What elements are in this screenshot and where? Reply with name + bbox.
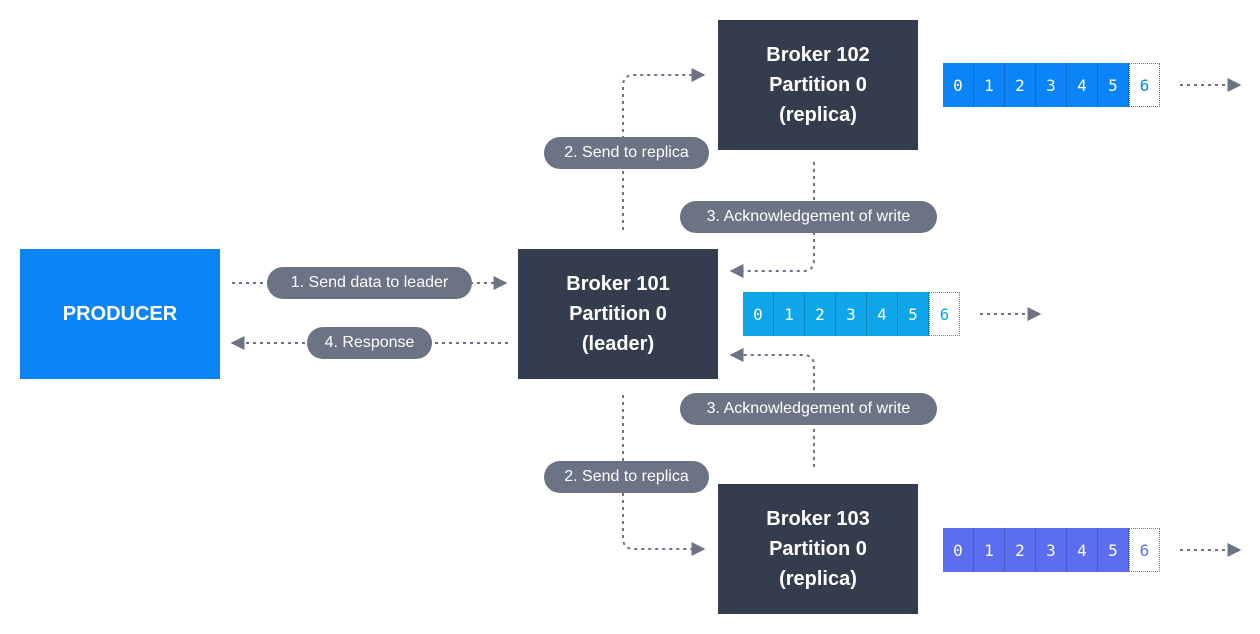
send-to-replica-103-label: 2. Send to replica: [544, 461, 709, 493]
broker-101-box: Broker 101 Partition 0 (leader): [518, 249, 718, 379]
log-cell: 2: [805, 292, 836, 336]
log-cell: 5: [1098, 528, 1129, 572]
broker-103-title: Broker 103: [766, 508, 870, 530]
ack-103-label: 3. Acknowledgement of write: [680, 393, 937, 425]
broker-102-box: Broker 102 Partition 0 (replica): [718, 20, 918, 150]
broker-102-log: 0 1 2 3 4 5 6: [943, 63, 1160, 107]
broker-101-log: 0 1 2 3 4 5 6: [743, 292, 960, 336]
broker-103-partition: Partition 0: [769, 538, 867, 560]
log-cell: 2: [1005, 63, 1036, 107]
producer-box: PRODUCER: [20, 249, 220, 379]
broker-101-role: (leader): [581, 333, 655, 355]
broker-101-title: Broker 101: [566, 273, 670, 295]
log-cell: 1: [974, 63, 1005, 107]
log-cell: 0: [943, 63, 974, 107]
broker-101-partition: Partition 0: [569, 303, 667, 325]
broker-103-box: Broker 103 Partition 0 (replica): [718, 484, 918, 614]
send-to-replica-102-label: 2. Send to replica: [544, 137, 709, 169]
log-cell: 0: [743, 292, 774, 336]
log-cell: 5: [898, 292, 929, 336]
log-cell: 0: [943, 528, 974, 572]
arrow-leader-to-broker-102: [622, 68, 706, 230]
log-cell: 3: [1036, 528, 1067, 572]
log-cell: 4: [1067, 528, 1098, 572]
log-cell: 3: [1036, 63, 1067, 107]
log-cell: 1: [974, 528, 1005, 572]
log-cell: 3: [836, 292, 867, 336]
log-cell-next: 6: [1129, 528, 1160, 572]
log-cell: 4: [867, 292, 898, 336]
log-cell: 1: [774, 292, 805, 336]
response-label: 4. Response: [307, 327, 432, 359]
log-cell-next: 6: [1129, 63, 1160, 107]
broker-103-role: (replica): [779, 568, 857, 590]
producer-label: PRODUCER: [62, 302, 178, 325]
arrow-broker-102-ack: [729, 162, 815, 278]
log-cell: 5: [1098, 63, 1129, 107]
log-cell: 2: [1005, 528, 1036, 572]
broker-102-role: (replica): [779, 104, 857, 126]
broker-102-title: Broker 102: [766, 44, 870, 66]
broker-102-partition: Partition 0: [769, 74, 867, 96]
broker-103-log: 0 1 2 3 4 5 6: [943, 528, 1160, 572]
ack-102-label: 3. Acknowledgement of write: [680, 201, 937, 233]
log-cell-next: 6: [929, 292, 960, 336]
log-cell: 4: [1067, 63, 1098, 107]
send-to-leader-label: 1. Send data to leader: [267, 267, 472, 299]
